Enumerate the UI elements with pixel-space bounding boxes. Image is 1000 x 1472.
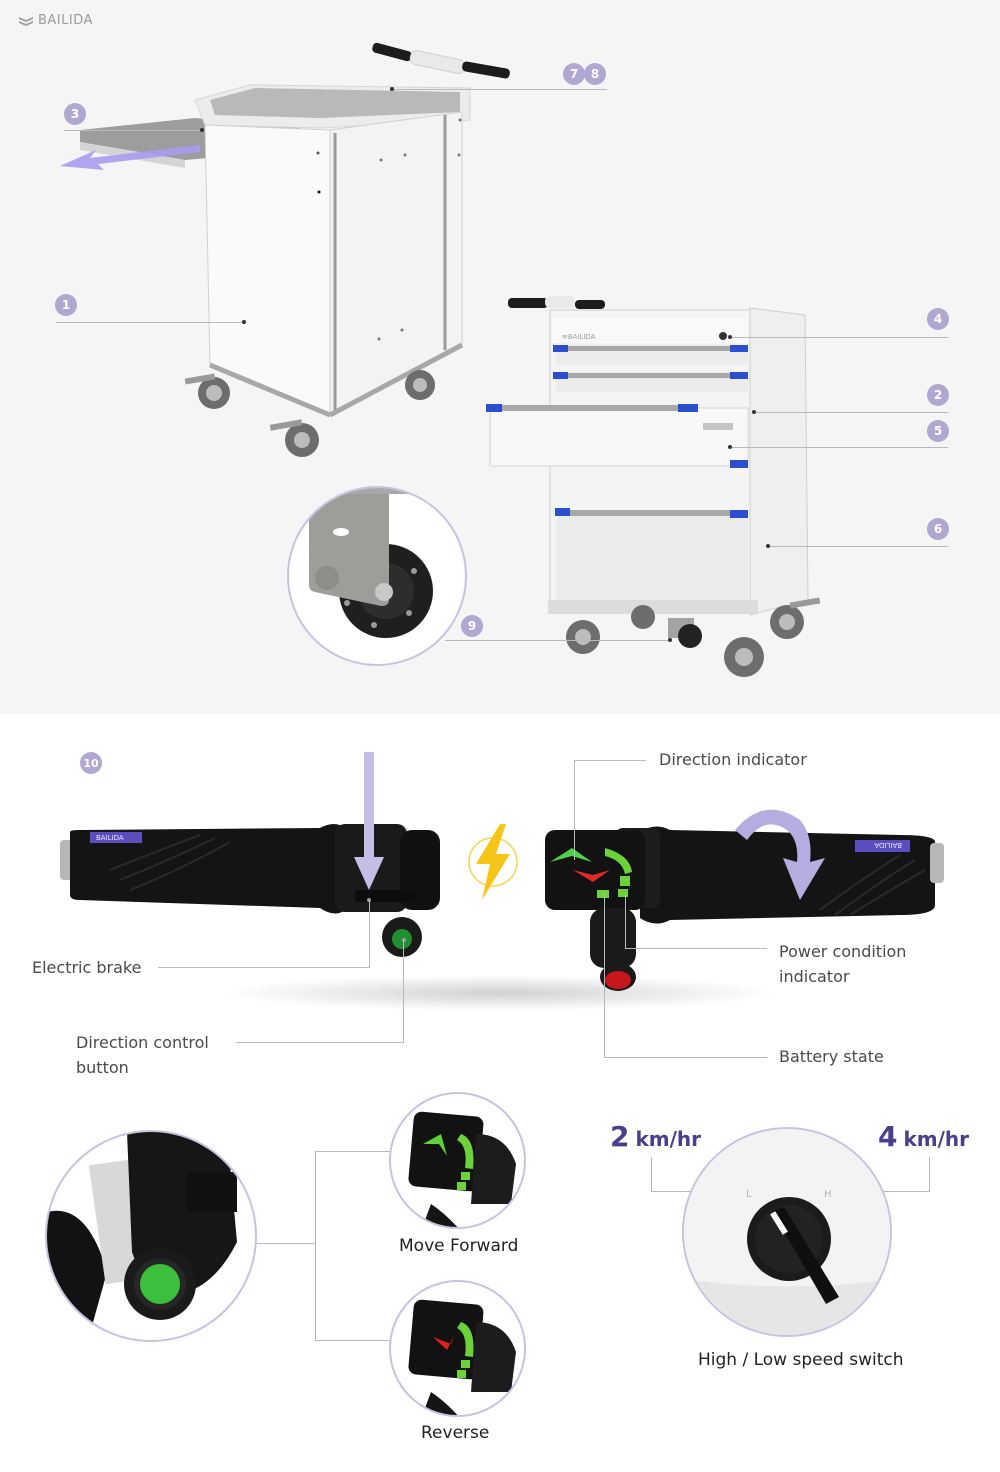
- callout-dot-3: [200, 128, 204, 132]
- pull-out-arrow-icon: [60, 145, 200, 170]
- callout-line-9: [445, 640, 670, 641]
- direction-indicator-line-v: [574, 760, 575, 860]
- callout-badge-7: 7: [563, 63, 585, 85]
- callout-badge-4: 4: [927, 308, 949, 330]
- modes-connector-line-v: [315, 1151, 316, 1341]
- high-speed-unit: km/hr: [903, 1127, 970, 1151]
- cart-front-view-illustration: ≋BAILIDA: [486, 296, 821, 677]
- modes-connector-line-reverse: [315, 1340, 392, 1341]
- grip-shadow: [220, 975, 780, 1011]
- callout-line-5: [730, 447, 948, 448]
- modes-connector-line-main: [257, 1243, 316, 1244]
- callout-badge-10: 10: [80, 752, 102, 774]
- high-speed-line-v: [929, 1157, 930, 1192]
- callout-line-1: [56, 322, 244, 323]
- callout-line-7-8: [392, 89, 607, 90]
- speed-switch-illustration: L H: [684, 1129, 890, 1335]
- power-condition-line-h: [625, 948, 767, 949]
- drive-wheel-detail-illustration: [289, 488, 465, 638]
- electric-brake-line-v: [369, 900, 370, 968]
- callout-badge-6: 6: [927, 518, 949, 540]
- callout-dot-5: [728, 445, 732, 449]
- brand-name: BAILIDA: [38, 13, 93, 28]
- direction-button-detail-illustration: [47, 1132, 237, 1340]
- battery-state-line-h: [604, 1057, 767, 1058]
- callout-line-2: [754, 412, 948, 413]
- reverse-display-illustration: [408, 1299, 516, 1415]
- low-speed-unit: km/hr: [635, 1127, 702, 1151]
- high-speed-number: 4: [878, 1120, 898, 1153]
- electric-brake-line-h: [158, 967, 370, 968]
- modes-connector-line-forward: [315, 1151, 392, 1152]
- move-forward-display-illustration: [408, 1111, 516, 1227]
- brand-logo: BAILIDA: [18, 13, 93, 28]
- callout-dot-6: [766, 544, 770, 548]
- low-speed-line-v: [651, 1157, 652, 1192]
- direction-indicator-label: Direction indicator: [659, 750, 807, 769]
- callout-line-3: [64, 130, 202, 131]
- svg-text:≋BAILIDA: ≋BAILIDA: [562, 333, 596, 341]
- callout-badge-9: 9: [461, 615, 483, 637]
- throttle-rotate-arrow-icon: [735, 809, 825, 900]
- direction-control-line-v: [403, 940, 404, 1043]
- speed-switch-detail-circle: L H: [682, 1127, 892, 1337]
- callout-badge-3: 3: [64, 103, 86, 125]
- move-forward-detail-circle: [389, 1092, 526, 1229]
- svg-text:BAILIDA: BAILIDA: [96, 834, 124, 842]
- speed-switch-caption: High / Low speed switch: [698, 1350, 904, 1370]
- power-condition-line-v: [625, 895, 626, 949]
- high-mark: H: [824, 1189, 832, 1200]
- low-mark: L: [746, 1189, 752, 1200]
- product-overview-panel: BAILIDA: [0, 0, 1000, 714]
- callout-dot-2: [752, 410, 756, 414]
- move-forward-caption: Move Forward: [399, 1236, 519, 1256]
- callout-badge-8: 8: [584, 63, 606, 85]
- callout-line-4: [730, 337, 948, 338]
- left-grip-illustration: BAILIDA: [60, 824, 440, 957]
- drive-wheel-detail-circle: [287, 486, 467, 666]
- bailida-logo-icon: [19, 16, 33, 26]
- lightning-bolt-icon: [468, 824, 518, 900]
- callout-badge-5: 5: [927, 420, 949, 442]
- power-condition-indicator-label: Power condition indicator: [779, 942, 907, 986]
- direction-indicator-line-h: [574, 760, 646, 761]
- electric-brake-label: Electric brake: [32, 958, 142, 977]
- callout-line-6: [768, 546, 948, 547]
- cart-rear-view-illustration: [80, 42, 510, 457]
- direction-button-detail-circle: [45, 1130, 257, 1342]
- right-grip-illustration: BAILIDA: [545, 826, 944, 991]
- svg-text:BAILIDA: BAILIDA: [874, 841, 902, 849]
- callout-dot-9: [668, 638, 672, 642]
- callout-dot-1: [242, 320, 246, 324]
- callout-dot-4: [728, 335, 732, 339]
- reverse-detail-circle: [389, 1280, 526, 1417]
- battery-state-label: Battery state: [779, 1047, 884, 1066]
- battery-state-line-v: [604, 893, 605, 1058]
- callout-dot-7-8: [390, 87, 394, 91]
- direction-control-button-label: Direction control button: [76, 1033, 209, 1077]
- direction-control-line-h: [236, 1042, 404, 1043]
- callout-badge-1: 1: [55, 294, 77, 316]
- reverse-caption: Reverse: [421, 1423, 490, 1443]
- callout-badge-2: 2: [927, 384, 949, 406]
- brake-press-arrow-icon: [354, 752, 384, 890]
- low-speed-number: 2: [610, 1120, 630, 1153]
